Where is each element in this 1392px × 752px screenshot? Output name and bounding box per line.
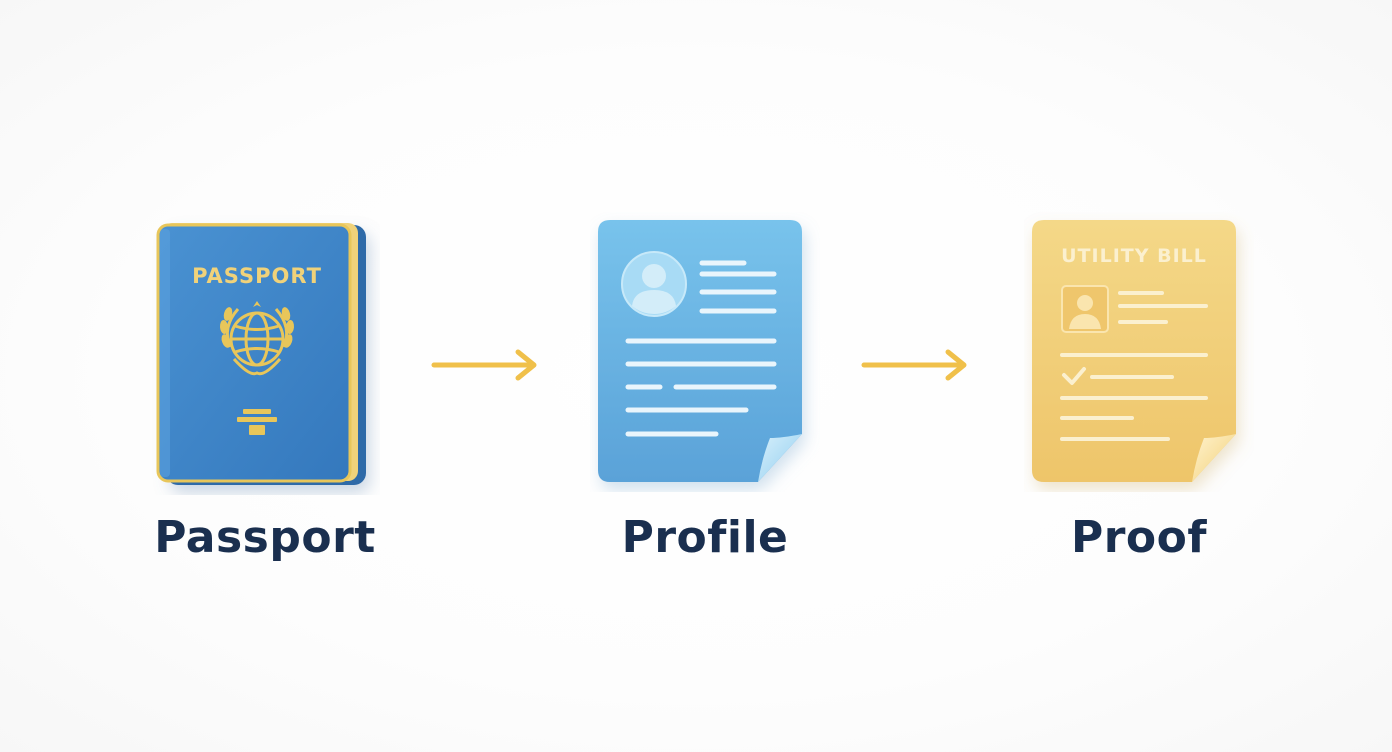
profile-caption: Profile: [621, 512, 789, 563]
proof-caption: Proof: [1070, 512, 1208, 563]
photo-id-icon: [1061, 285, 1109, 333]
proof-step: UTILITY BILL: [1024, 212, 1254, 492]
profile-step: [590, 212, 820, 492]
avatar-icon: [621, 251, 687, 317]
arrow-right-icon: [431, 349, 537, 381]
passport-cover-text: PASSPORT: [192, 264, 322, 288]
globe-icon: [229, 311, 285, 367]
check-icon: [1062, 367, 1086, 385]
arrow-right-icon: [861, 349, 967, 381]
profile-document-icon: [598, 220, 802, 482]
passport-caption: Passport: [154, 512, 376, 563]
bill-title: UTILITY BILL: [1061, 245, 1207, 267]
passport-icon: PASSPORT: [156, 223, 366, 485]
passport-step: PASSPORT: [150, 215, 380, 495]
utility-bill-icon: UTILITY BILL: [1032, 220, 1236, 482]
